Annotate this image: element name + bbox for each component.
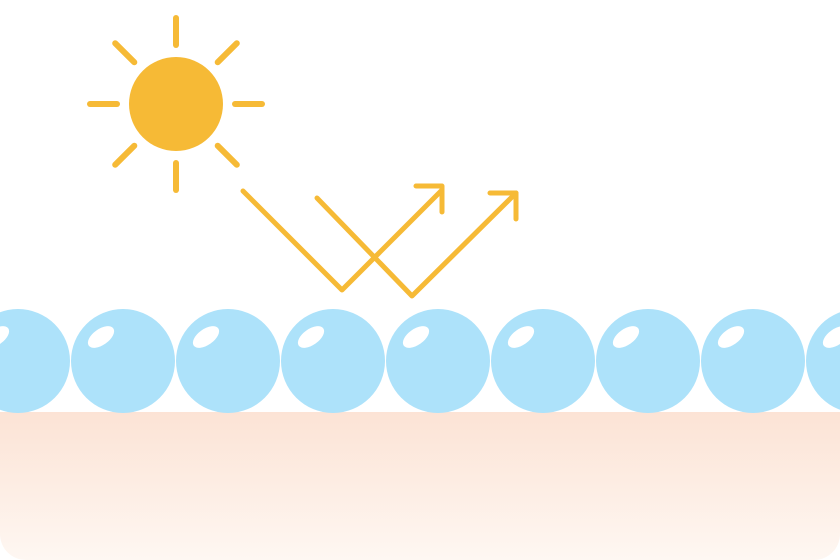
bead-highlight [507,326,535,348]
sun-ray [112,142,138,168]
protective-layer-beads [0,309,840,413]
reflected-ray-arrow [240,187,445,293]
sun-icon [87,15,265,193]
bead-circle [701,309,805,413]
bead [386,309,490,413]
bead-highlight [297,326,325,348]
bead [701,309,805,413]
arrowhead [413,183,445,215]
bead-circle [281,309,385,413]
bead-circle [0,309,70,413]
bead-highlight [612,326,640,348]
bead [806,312,840,410]
arrowhead [487,190,519,222]
bead-circle [386,309,490,413]
bead-highlight [192,326,220,348]
bead-circle [71,309,175,413]
bead-highlight [402,326,430,348]
sun-ray [214,40,240,66]
bead-highlight [822,326,840,348]
bead-highlight [717,326,745,348]
bead-highlight [87,326,115,348]
bead-highlight [0,326,10,348]
bead [281,309,385,413]
bead-circle [806,312,840,410]
reflected-ray-arrow [314,190,519,299]
sun-ray [214,142,240,168]
bead [71,309,175,413]
bead [0,309,70,413]
sun-ray [112,40,138,66]
bead [596,309,700,413]
sun-disc [129,57,223,151]
bead [176,309,280,413]
bead-circle [491,309,595,413]
bead-circle [596,309,700,413]
skin-layer [0,412,840,560]
bead [491,309,595,413]
reflected-light-arrows [240,183,519,299]
bead-circle [176,309,280,413]
